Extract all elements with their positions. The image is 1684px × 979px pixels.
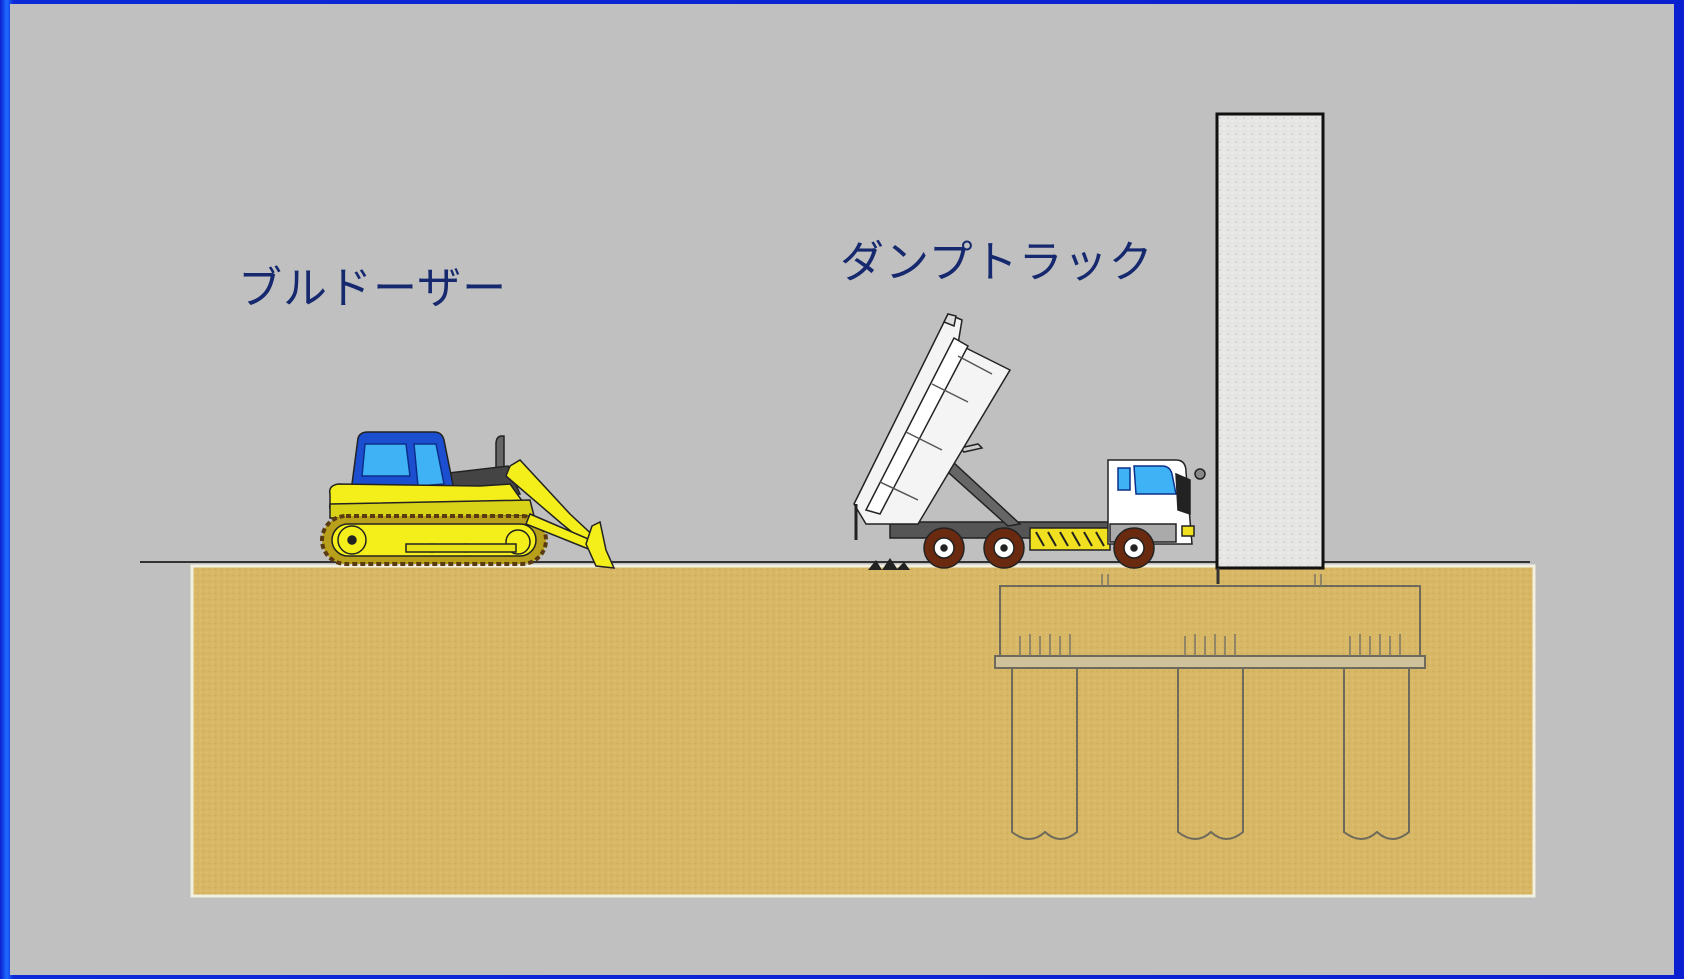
dump-truck-label: ダンプトラック xyxy=(840,237,1154,288)
scene-canvas: ブルドーザー ダンプトラック xyxy=(10,4,1674,975)
concrete-pillar xyxy=(1215,112,1325,584)
debris xyxy=(868,558,910,570)
bulldozer-icon xyxy=(320,431,616,569)
bulldozer-label: ブルドーザー xyxy=(238,263,508,314)
dump-truck-icon xyxy=(853,313,1206,569)
soil-area xyxy=(190,564,1536,898)
pile-foundation xyxy=(994,574,1426,840)
truck-wheels xyxy=(923,527,1155,569)
construction-scene xyxy=(140,112,1536,898)
